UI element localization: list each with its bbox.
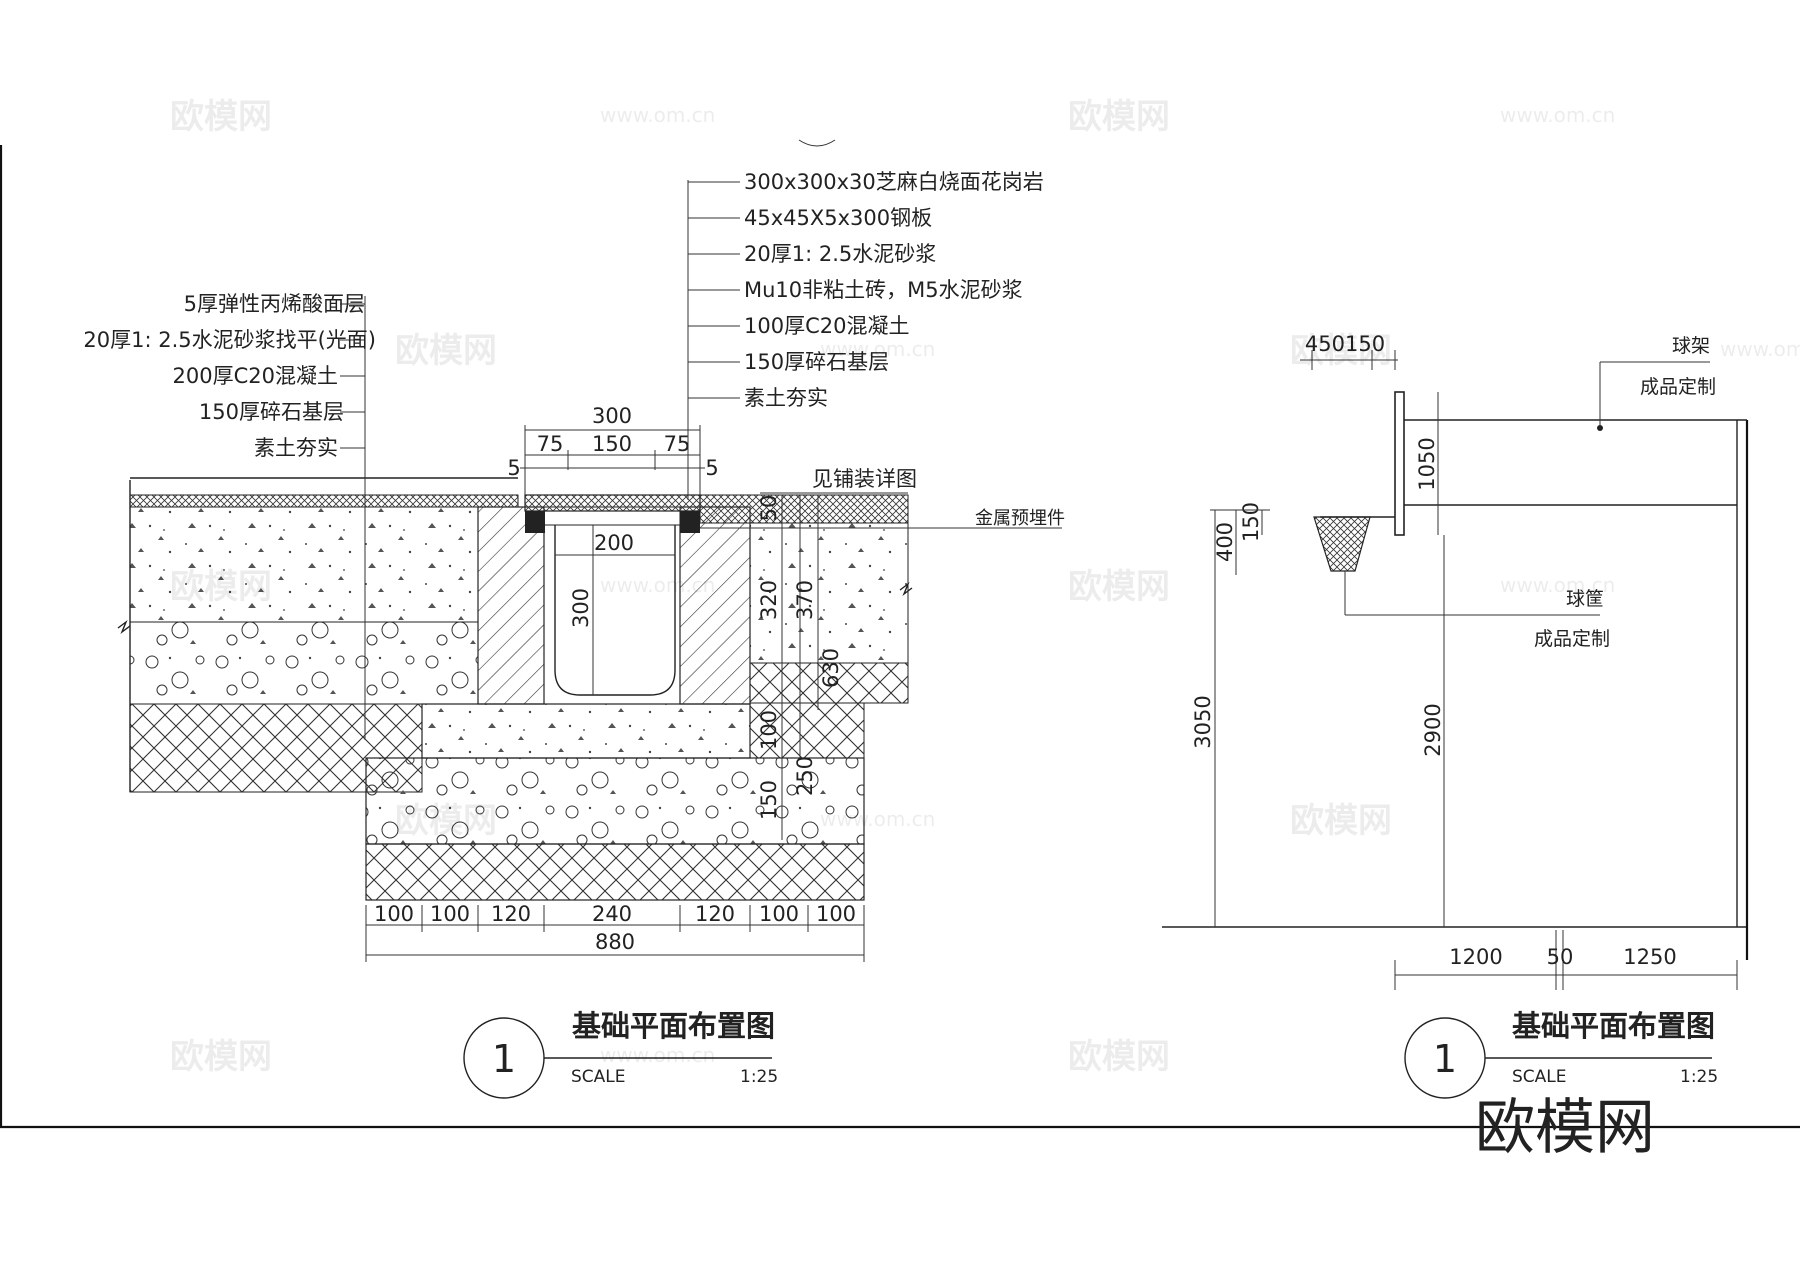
- left-section-drawing: 300x300x30芝麻白烧面花岗岩 45x45X5x300钢板 20厚1: 2…: [83, 170, 1065, 1099]
- svg-text:欧模网: 欧模网: [170, 97, 272, 137]
- dim-1050: 1050: [1415, 437, 1439, 490]
- brick-wall-right: [679, 506, 751, 705]
- svg-text:www.om.cn: www.om.cn: [820, 337, 935, 361]
- dim-400: 400: [1213, 522, 1237, 562]
- callout-left-3: 200厚C20混凝土: [173, 364, 338, 388]
- dim-1250: 1250: [1623, 945, 1676, 969]
- svg-text:欧模网: 欧模网: [170, 1037, 272, 1077]
- callout-left-1: 5厚弹性丙烯酸面层: [184, 292, 365, 316]
- dim-300-depth: 300: [569, 588, 593, 628]
- dim-bottom-2: 100: [430, 902, 470, 926]
- dim-2900: 2900: [1421, 703, 1445, 756]
- steel-angle-right: [680, 511, 700, 533]
- dim-75-right: 75: [664, 432, 691, 456]
- dim-bottom-5: 120: [695, 902, 735, 926]
- callout-top-6: 150厚碎石基层: [744, 350, 889, 374]
- scale-label-right: SCALE: [1512, 1067, 1567, 1087]
- svg-text:www.om.cn: www.om.cn: [1500, 573, 1615, 597]
- svg-text:欧模网: 欧模网: [170, 567, 272, 607]
- dim-5-left: 5: [507, 456, 520, 480]
- gravel-base: [365, 757, 865, 845]
- label-frame-note: 成品定制: [1640, 376, 1716, 398]
- svg-text:欧模网: 欧模网: [1068, 97, 1170, 137]
- concrete-base: [421, 703, 751, 759]
- dim-bottom-4: 240: [592, 902, 632, 926]
- dim-150: 150: [592, 432, 632, 456]
- svg-text:www.om.cn: www.om.cn: [1720, 337, 1800, 361]
- drawing-title: 基础平面布置图: [572, 1009, 775, 1043]
- brick-wall-left: [477, 506, 545, 705]
- label-hoop: 球筐: [1566, 588, 1604, 610]
- compacted-soil: [365, 843, 865, 901]
- svg-text:欧模网: 欧模网: [1290, 331, 1392, 371]
- basket-net: [1313, 516, 1371, 572]
- label-frame: 球架: [1672, 335, 1710, 357]
- svg-text:欧模网: 欧模网: [395, 801, 497, 841]
- surface-layer-left: [129, 494, 519, 508]
- dim-200: 200: [594, 531, 634, 555]
- drawing-number: 1: [492, 1037, 516, 1081]
- brand-logo: 欧模网: [1475, 1093, 1655, 1163]
- scale-value: 1:25: [740, 1067, 778, 1087]
- label-hoop-note: 成品定制: [1534, 628, 1610, 650]
- dim-bottom-6: 100: [759, 902, 799, 926]
- drawing-title-right: 基础平面布置图: [1512, 1009, 1715, 1043]
- svg-text:www.om.cn: www.om.cn: [1500, 103, 1615, 127]
- dim-total-880: 880: [595, 930, 635, 954]
- right-elevation-drawing: 球架 成品定制 球筐 成品定制 450150 1050 400 150 3050…: [1162, 332, 1749, 1099]
- dim-5-right: 5: [705, 456, 718, 480]
- dim-450150: 450150: [1305, 332, 1385, 356]
- svg-text:欧模网: 欧模网: [1290, 801, 1392, 841]
- svg-text:www.om.cn: www.om.cn: [600, 1043, 715, 1067]
- dim-3050: 3050: [1191, 695, 1215, 748]
- dim-50: 50: [757, 495, 781, 522]
- callout-paving-detail: 见铺装详图: [812, 467, 917, 491]
- dim-320: 320: [757, 580, 781, 620]
- svg-text:欧模网: 欧模网: [1068, 567, 1170, 607]
- dim-bottom-1: 100: [374, 902, 414, 926]
- callout-top-1: 300x300x30芝麻白烧面花岗岩: [744, 170, 1044, 194]
- dim-75-left: 75: [537, 432, 564, 456]
- dim-bottom-7: 100: [816, 902, 856, 926]
- dim-300: 300: [592, 404, 632, 428]
- backboard: [1394, 391, 1405, 536]
- callout-top-7: 素土夯实: [744, 386, 828, 410]
- svg-text:www.om.cn: www.om.cn: [600, 573, 715, 597]
- callout-top-3: 20厚1: 2.5水泥砂浆: [744, 242, 936, 266]
- grate-cover: [524, 494, 701, 512]
- callout-left-2: 20厚1: 2.5水泥砂浆找平(光面): [83, 328, 376, 352]
- dim-150-right: 150: [757, 780, 781, 820]
- callout-left-4: 150厚碎石基层: [199, 400, 344, 424]
- dim-150-hoop: 150: [1239, 502, 1263, 542]
- steel-angle-left: [525, 511, 545, 533]
- svg-text:欧模网: 欧模网: [1068, 1037, 1170, 1077]
- dim-250: 250: [793, 756, 817, 796]
- scale-label: SCALE: [571, 1067, 626, 1087]
- drain-channel: [554, 525, 676, 696]
- dim-370: 370: [793, 580, 817, 620]
- drawing-number-right: 1: [1433, 1037, 1457, 1081]
- svg-text:www.om.cn: www.om.cn: [600, 103, 715, 127]
- callout-embedded-metal: 金属预埋件: [975, 508, 1065, 529]
- sheet-arc-mark: [798, 139, 836, 147]
- scale-value-right: 1:25: [1680, 1067, 1718, 1087]
- callout-left-5: 素土夯实: [254, 436, 338, 460]
- callout-top-5: 100厚C20混凝土: [744, 314, 909, 338]
- dim-100: 100: [757, 710, 781, 750]
- svg-text:www.om.cn: www.om.cn: [820, 807, 935, 831]
- svg-text:欧模网: 欧模网: [395, 331, 497, 371]
- dim-50-gap: 50: [1547, 945, 1574, 969]
- gravel-layer-left: [129, 621, 479, 705]
- watermark-layer: 欧模网 www.om.cn 欧模网 www.om.cn 欧模网 www.om.c…: [170, 97, 1800, 1077]
- dim-630: 630: [819, 648, 843, 688]
- callout-top-2: 45x45X5x300钢板: [744, 206, 932, 230]
- dim-1200: 1200: [1449, 945, 1502, 969]
- callout-top-4: Mu10非粘土砖，M5水泥砂浆: [744, 278, 1023, 302]
- dim-bottom-3: 120: [491, 902, 531, 926]
